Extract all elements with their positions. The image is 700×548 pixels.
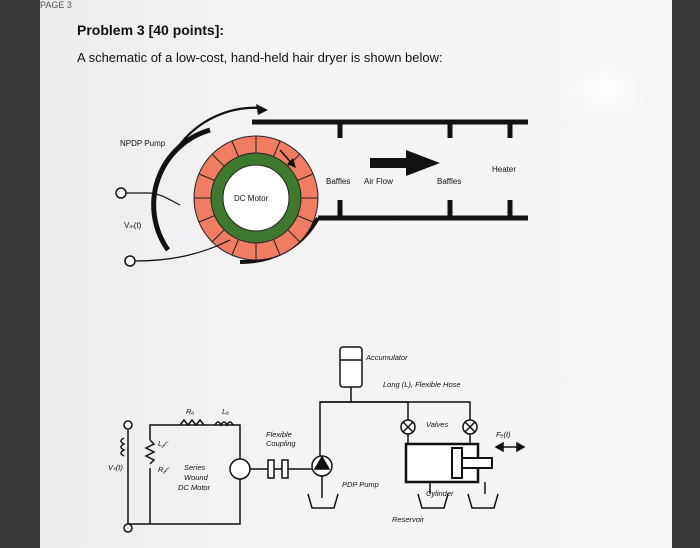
label-heater: Heater [492,165,516,174]
label-rf: R𝒻 [158,465,170,474]
rotation-arrow-head [256,104,268,115]
label-la: Lₐ [222,407,229,416]
problem-text: A schematic of a low-cost, hand-held hai… [77,50,443,65]
label-motor-wound: Wound [184,473,209,482]
hair-dryer-schematic [115,104,528,267]
label-npdp-pump: NPDP Pump [120,139,166,148]
label-valves: Valves [426,420,448,429]
page-header-fragment: PAGE 3 [40,0,72,8]
ra-resistor [179,418,205,427]
lf-inductor [120,437,126,457]
reservoir-mid [417,493,449,509]
pump-housing-left [151,127,211,252]
label-vin: Vᵢₙ(t) [124,221,142,230]
label-hose: Long (L), Flexible Hose [383,380,461,389]
photo-glare [560,60,650,120]
terminal-top [115,187,127,199]
hydraulic-system-schematic [120,346,526,533]
label-ra: Rₐ [186,407,194,416]
label-motor-dc: DC Motor [178,483,211,492]
label-pdp-pump: PDP Pump [342,480,379,489]
reservoir-left [307,493,339,509]
label-baffles-right: Baffles [437,177,461,186]
label-reservoir: Reservoir [392,515,425,524]
rf-resistor [144,439,156,465]
label-lf: L𝒻 [158,439,169,448]
label-baffles-left: Baffles [326,177,350,186]
problem-title: Problem 3 [40 points]: [77,22,225,38]
reservoir-right [467,493,499,509]
label-flexible: Flexible [266,430,292,439]
motor-core [222,164,290,232]
la-inductor [214,421,234,427]
label-vs: Vₛ(t) [108,463,123,472]
terminal-bottom [124,255,136,267]
label-dc-motor: DC Motor [234,194,269,203]
label-coupling: Coupling [266,439,296,448]
motor-icon [229,458,251,480]
piston-rod [461,457,493,469]
accumulator-body [339,346,363,388]
label-accumulator: Accumulator [365,353,408,362]
label-air-flow: Air Flow [364,177,393,186]
air-flow-arrow-head [406,150,440,176]
label-force: Fₑ(t) [496,430,511,439]
label-motor-series: Series [184,463,206,472]
label-cylinder: Cylinder [426,489,454,498]
piston [451,447,463,479]
